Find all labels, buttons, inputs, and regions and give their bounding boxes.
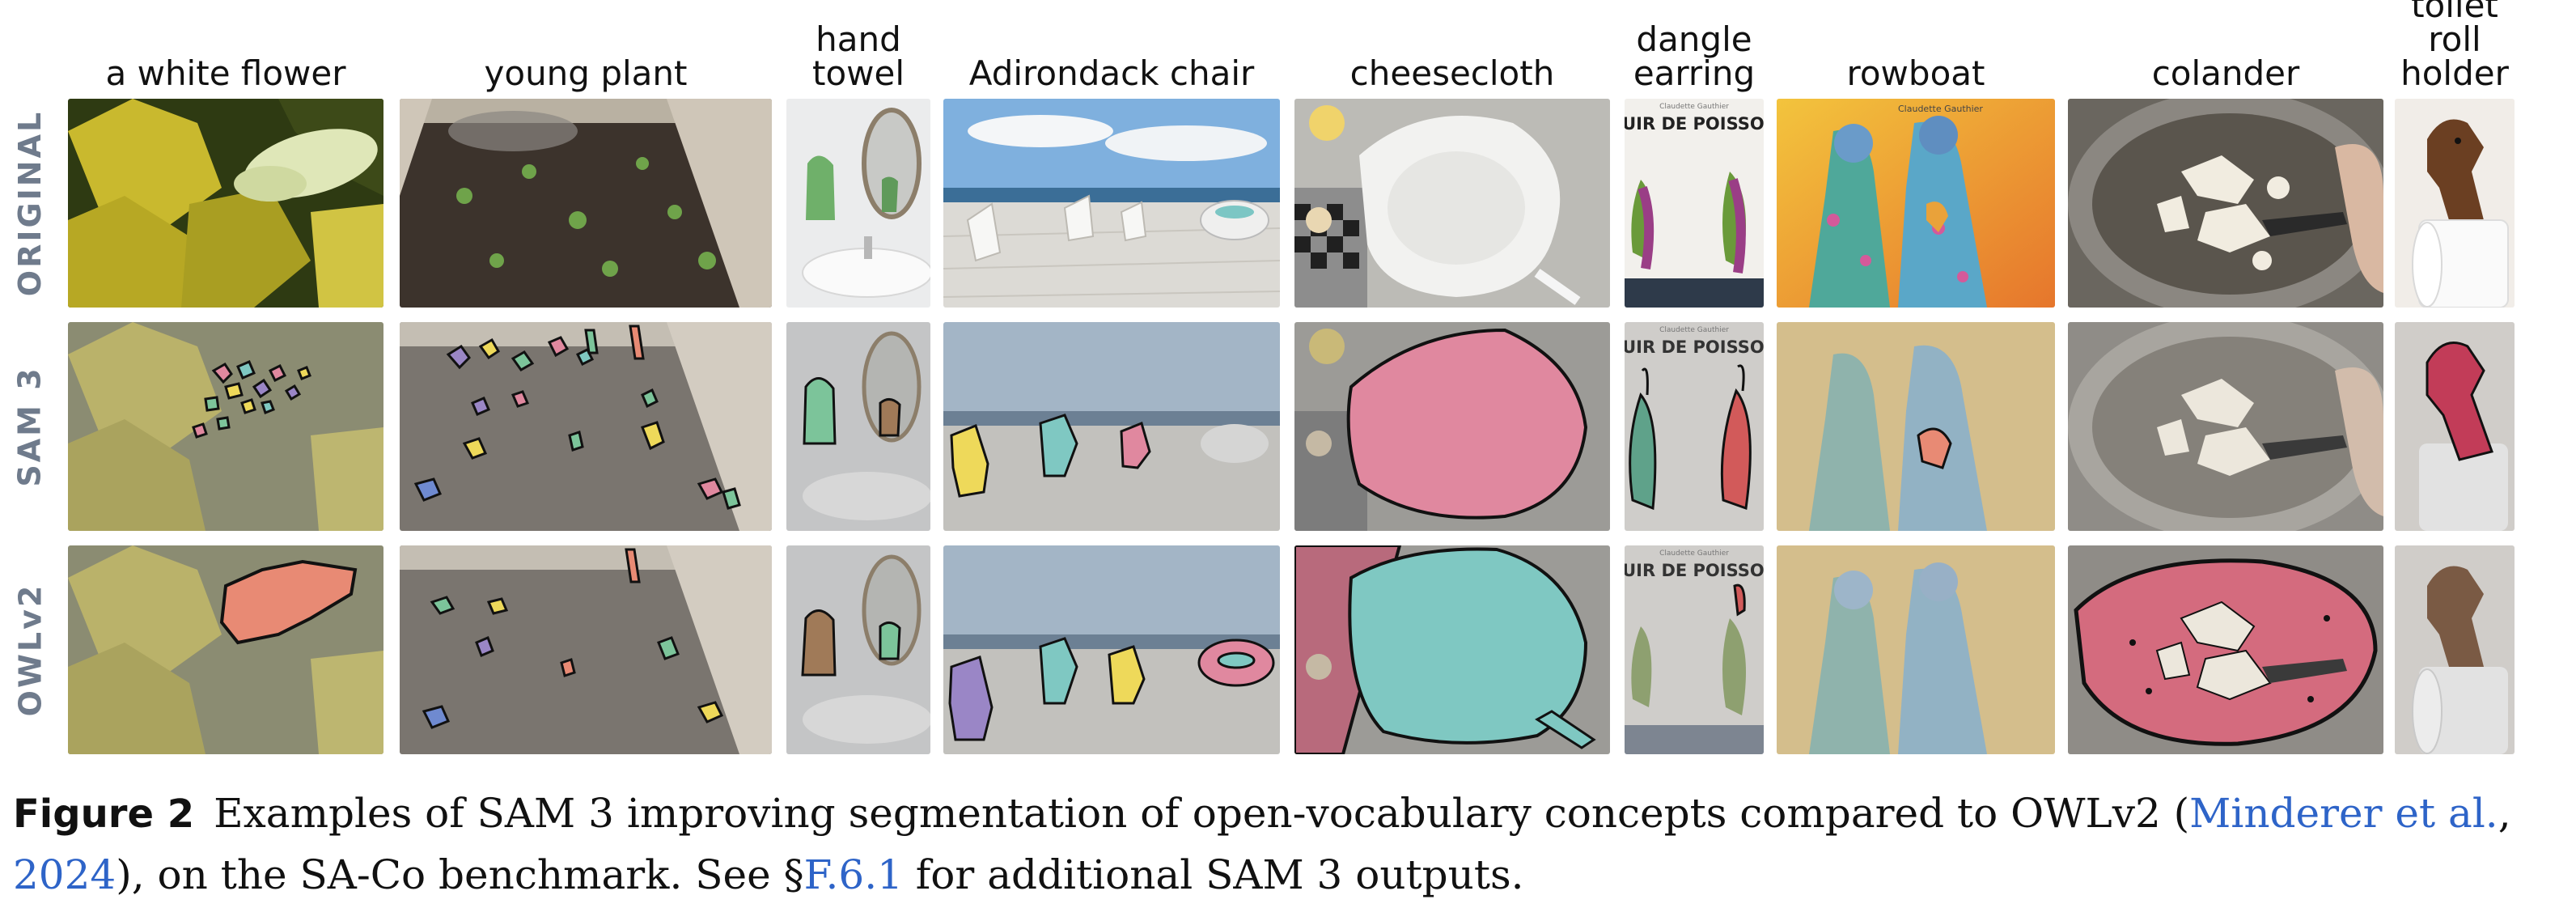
adirondack-chair-sam3-masks [943, 322, 1280, 531]
rowboat-sam3-masks [1777, 322, 2055, 531]
col-header-line: earring [1633, 53, 1756, 93]
image-sam3-adirondack-chair [943, 322, 1280, 531]
rowboat-owlv2-image [1777, 545, 2055, 754]
citation-year-link[interactable]: 2024 [13, 851, 117, 898]
col-header-line: Adirondack chair [968, 53, 1255, 93]
col-header-toilet-roll-holder: toilet roll holder [2395, 0, 2515, 93]
image-original-white-flower [68, 99, 383, 308]
image-owlv2-cheesecloth [1294, 545, 1610, 754]
col-header-line: a white flower [105, 53, 346, 93]
earring-card-title: CUIR DE POISSON [1625, 114, 1764, 134]
rowboat-painting: Claudette Gauthier [1777, 99, 2055, 308]
col-header-line: towel [811, 53, 905, 93]
cheesecloth-sam3-masks [1294, 322, 1610, 531]
row-label-sam3: SAM 3 [12, 366, 49, 487]
colander-owlv2-masks [2068, 545, 2383, 754]
image-original-colander [2068, 99, 2383, 308]
adirondack-chair-photo [943, 99, 1280, 308]
earring-card-brand: Claudette Gauthier [1659, 326, 1729, 334]
image-owlv2-dangle-earring: Claudette Gauthier CUIR DE POISSON [1625, 545, 1764, 754]
earring-card-title: CUIR DE POISSON [1625, 561, 1764, 580]
hand-towel-photo [786, 99, 930, 308]
image-owlv2-toilet-roll-holder [2395, 545, 2515, 754]
image-sam3-colander [2068, 322, 2383, 531]
dangle-earring-sam3-masks: Claudette Gauthier CUIR DE POISSON [1625, 322, 1764, 531]
col-header-young-plant: young plant [400, 16, 772, 91]
caption-text: for additional SAM 3 outputs. [902, 851, 1524, 898]
colander-sam3-masks [2068, 322, 2383, 531]
row-label-original: ORIGINAL [12, 109, 48, 297]
image-original-dangle-earring: Claudette Gauthier CUIR DE POISSON [1625, 99, 1764, 308]
col-header-hand-towel: hand towel [786, 16, 930, 91]
col-header-line: dangle [1636, 19, 1752, 59]
col-header-rowboat: rowboat [1777, 16, 2055, 91]
caption-text: Examples of SAM 3 improving segmentation… [214, 790, 2190, 837]
figure-label: Figure 2 [13, 791, 195, 837]
col-header-line: colander [2151, 53, 2300, 93]
col-header-cheesecloth: cheesecloth [1294, 16, 1610, 91]
caption-text: ), on the SA-Co benchmark. See § [116, 851, 804, 898]
citation-author-link[interactable]: Minderer et al. [2189, 790, 2498, 837]
image-owlv2-white-flower [68, 545, 383, 754]
image-sam3-young-plant [400, 322, 772, 531]
toilet-roll-holder-sam3-masks [2395, 322, 2515, 531]
image-original-rowboat: Claudette Gauthier [1777, 99, 2055, 308]
dangle-earring-photo: Claudette Gauthier CUIR DE POISSON [1625, 99, 1764, 308]
figure-caption: Figure 2 Examples of SAM 3 improving segm… [13, 783, 2561, 906]
col-header-line: cheesecloth [1349, 53, 1555, 93]
young-plant-owlv2-masks [400, 545, 772, 754]
rowboat-painting-brand: Claudette Gauthier [1898, 104, 1983, 114]
earring-card-title: CUIR DE POISSON [1625, 337, 1764, 357]
image-owlv2-rowboat [1777, 545, 2055, 754]
image-sam3-toilet-roll-holder [2395, 322, 2515, 531]
col-header-adirondack-chair: Adirondack chair [943, 16, 1280, 91]
colander-photo [2068, 99, 2383, 308]
young-plant-photo [400, 99, 772, 308]
row-label-owlv2: OWLv2 [12, 583, 48, 717]
image-owlv2-colander [2068, 545, 2383, 754]
col-header-line: hand [816, 19, 901, 59]
hand-towel-owlv2-masks [786, 545, 930, 754]
image-sam3-dangle-earring: Claudette Gauthier CUIR DE POISSON [1625, 322, 1764, 531]
image-owlv2-young-plant [400, 545, 772, 754]
image-original-hand-towel [786, 99, 930, 308]
section-ref-link[interactable]: F.6.1 [803, 851, 903, 898]
white-flower-sam3-masks [68, 322, 383, 531]
young-plant-sam3-masks [400, 322, 772, 531]
caption-text: , [2498, 790, 2511, 837]
toilet-roll-holder-owlv2-image [2395, 545, 2515, 754]
toilet-roll-holder-photo [2395, 99, 2515, 308]
adirondack-chair-owlv2-masks [943, 545, 1280, 754]
cheesecloth-photo [1294, 99, 1610, 308]
image-owlv2-hand-towel [786, 545, 930, 754]
col-header-colander: colander [2068, 16, 2383, 91]
white-flower-owlv2-masks [68, 545, 383, 754]
image-original-young-plant [400, 99, 772, 308]
image-original-toilet-roll-holder [2395, 99, 2515, 308]
col-header-dangle-earring: dangle earring [1625, 16, 1764, 91]
cheesecloth-owlv2-masks [1294, 545, 1610, 754]
white-flower-photo [68, 99, 383, 308]
earring-card-brand: Claudette Gauthier [1659, 549, 1729, 558]
image-sam3-cheesecloth [1294, 322, 1610, 531]
col-header-line: holder [2400, 53, 2509, 93]
col-header-line: rowboat [1846, 53, 1985, 93]
hand-towel-sam3-masks [786, 322, 930, 531]
col-header-line: young plant [484, 53, 688, 93]
image-sam3-rowboat [1777, 322, 2055, 531]
earring-card-brand: Claudette Gauthier [1659, 103, 1729, 111]
dangle-earring-owlv2-masks: Claudette Gauthier CUIR DE POISSON [1625, 545, 1764, 754]
image-sam3-white-flower [68, 322, 383, 531]
col-header-white-flower: a white flower [68, 16, 383, 91]
image-original-cheesecloth [1294, 99, 1610, 308]
image-owlv2-adirondack-chair [943, 545, 1280, 754]
image-sam3-hand-towel [786, 322, 930, 531]
image-original-adirondack-chair [943, 99, 1280, 308]
col-header-line: toilet roll [2411, 0, 2498, 59]
